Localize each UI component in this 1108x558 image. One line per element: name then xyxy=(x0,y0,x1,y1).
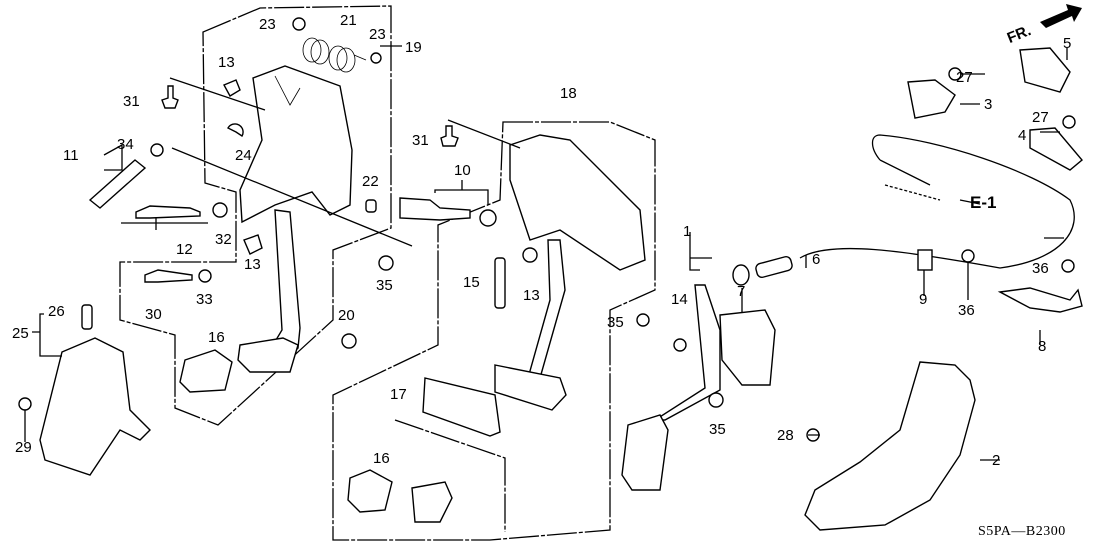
clutch-switch-11 xyxy=(88,159,147,209)
brake-pad-17 xyxy=(422,377,501,437)
fr-arrow-icon xyxy=(1040,4,1082,28)
foot-rest-25 xyxy=(39,337,151,476)
callout-36b: 36 xyxy=(958,302,975,319)
accelerator-pad xyxy=(621,414,669,491)
return-spring-15 xyxy=(494,257,506,309)
callout-3: 3 xyxy=(984,96,993,113)
clutch-pad-16a xyxy=(179,349,233,393)
brake-bracket xyxy=(509,134,646,271)
callout-9: 9 xyxy=(919,291,928,308)
callout-16b: 16 xyxy=(373,450,390,467)
callout-5: 5 xyxy=(1063,35,1072,52)
callout-26: 26 xyxy=(48,303,65,320)
callout-8: 8 xyxy=(1038,338,1047,355)
cable-stay-5 xyxy=(1019,47,1071,93)
brake-pedal-foot xyxy=(494,364,567,411)
accelerator-pedal xyxy=(652,284,721,421)
nut-35a xyxy=(378,255,394,271)
callout-27a: 27 xyxy=(956,69,973,86)
callout-13b: 13 xyxy=(244,256,261,273)
cable-stay-4 xyxy=(1029,127,1083,171)
callout-35c: 35 xyxy=(709,421,726,438)
callout-33: 33 xyxy=(196,291,213,308)
nut-27b xyxy=(1062,115,1076,129)
callout-23a: 23 xyxy=(259,16,276,33)
collar-22 xyxy=(365,199,377,213)
clip-13a xyxy=(223,79,241,97)
callout-25: 25 xyxy=(12,325,29,342)
clip-24 xyxy=(227,123,244,137)
callout-27b: 27 xyxy=(1032,109,1049,126)
callout-12: 12 xyxy=(176,241,193,258)
callout-22: 22 xyxy=(362,173,379,190)
callout-17: 17 xyxy=(390,386,407,403)
nut-33 xyxy=(198,269,212,283)
clutch-group-outline xyxy=(119,5,392,426)
callout-7: 7 xyxy=(737,283,746,300)
callout-31a: 31 xyxy=(123,93,140,110)
throttle-cable xyxy=(799,134,1075,269)
cable-holder-9 xyxy=(917,249,933,271)
callout-35b: 35 xyxy=(607,314,624,331)
cable-clamp-3 xyxy=(907,79,956,119)
clutch-pedal-foot xyxy=(237,337,299,373)
clip-13c xyxy=(522,247,538,263)
callout-18: 18 xyxy=(560,85,577,102)
nut-29 xyxy=(18,397,32,411)
bolt-31b xyxy=(440,125,459,147)
callout-15: 15 xyxy=(463,274,480,291)
bolt-36b xyxy=(1061,259,1075,273)
assist-spring-icon xyxy=(302,37,367,73)
brake-group-outline xyxy=(332,121,656,541)
grommet-7 xyxy=(732,264,750,286)
callout-14: 14 xyxy=(671,291,688,308)
callout-16a: 16 xyxy=(208,329,225,346)
clutch-pedal-arm xyxy=(269,209,301,361)
callout-35a: 35 xyxy=(376,277,393,294)
callout-13a: 13 xyxy=(218,54,235,71)
clip-13b xyxy=(243,234,263,255)
cable-end xyxy=(755,256,793,278)
callout-32: 32 xyxy=(215,231,232,248)
foot-rest-2 xyxy=(804,361,976,531)
screw-26 xyxy=(81,304,93,330)
callout-28: 28 xyxy=(777,427,794,444)
stop-switch-10 xyxy=(399,197,471,221)
bushing-23a xyxy=(292,17,306,31)
callout-29: 29 xyxy=(15,439,32,456)
callout-31b: 31 xyxy=(412,132,429,149)
accelerator-bracket xyxy=(719,309,776,386)
reference-e1-label: E-1 xyxy=(970,193,997,212)
callout-1: 1 xyxy=(683,223,692,240)
stopper-12 xyxy=(135,205,201,219)
drawing-code: S5PA—B2300 xyxy=(978,524,1066,539)
callout-24: 24 xyxy=(235,147,252,164)
nut-35c xyxy=(708,392,724,408)
callout-10: 10 xyxy=(454,162,471,179)
callout-21: 21 xyxy=(340,12,357,29)
bolt-36a xyxy=(961,249,975,263)
callout-6: 6 xyxy=(812,251,821,268)
cable-bracket-8 xyxy=(997,287,1083,313)
bolt-30 xyxy=(144,269,193,283)
callout-36a: 36 xyxy=(1032,260,1049,277)
stopper-14 xyxy=(673,338,687,352)
bolt-31a xyxy=(161,85,179,109)
callout-4: 4 xyxy=(1018,127,1027,144)
callout-19: 19 xyxy=(405,39,422,56)
brake-pad-subbox xyxy=(394,419,506,532)
cushion-20 xyxy=(341,333,357,349)
clutch-bracket xyxy=(239,65,353,224)
nut-35b xyxy=(636,313,650,327)
callout-20: 20 xyxy=(338,307,355,324)
callout-30: 30 xyxy=(145,306,162,323)
callout-11: 11 xyxy=(63,147,79,164)
bushing-23b xyxy=(370,52,382,64)
callout-2: 2 xyxy=(992,452,1001,469)
callout-34: 34 xyxy=(117,136,134,153)
callout-13c: 13 xyxy=(523,287,540,304)
callout-23b: 23 xyxy=(369,26,386,43)
